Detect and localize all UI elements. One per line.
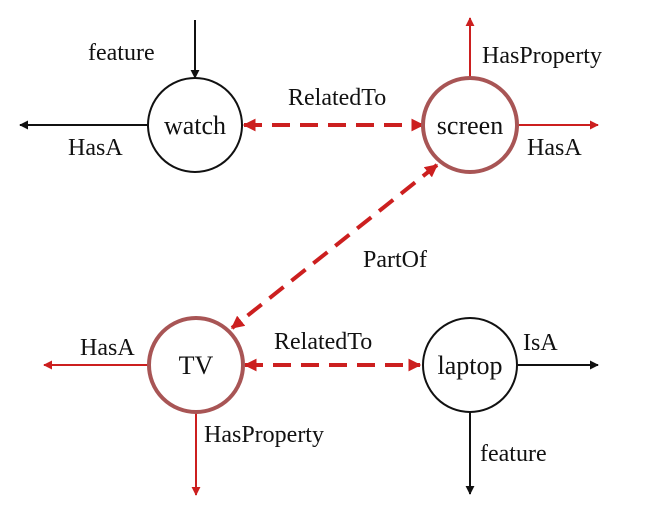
edge-label-screen-hasproperty: HasProperty xyxy=(482,43,602,69)
edge-label-watch-hasa: HasA xyxy=(68,135,123,161)
node-laptop: laptop xyxy=(422,317,518,413)
edge-label-tv-laptop-relatedto: RelatedTo xyxy=(274,329,372,355)
node-label-tv: TV xyxy=(179,351,214,380)
node-label-laptop: laptop xyxy=(438,351,503,380)
edge-screen-tv-partof xyxy=(230,163,439,330)
edge-label-watch-screen-relatedto: RelatedTo xyxy=(288,85,386,111)
edge-label-screen-hasa: HasA xyxy=(527,135,582,161)
node-label-screen: screen xyxy=(437,111,503,140)
node-watch: watch xyxy=(147,77,243,173)
edge-label-laptop-feature: feature xyxy=(480,441,547,467)
edge-label-laptop-isa: IsA xyxy=(523,330,558,356)
node-label-watch: watch xyxy=(164,111,226,140)
edge-label-watch-feature: feature xyxy=(88,40,155,66)
node-screen: screen xyxy=(421,76,519,174)
edge-label-screen-tv-partof: PartOf xyxy=(363,247,427,273)
edge-label-tv-hasa: HasA xyxy=(80,335,135,361)
edge-label-tv-hasproperty: HasProperty xyxy=(204,422,324,448)
node-tv: TV xyxy=(147,316,245,414)
